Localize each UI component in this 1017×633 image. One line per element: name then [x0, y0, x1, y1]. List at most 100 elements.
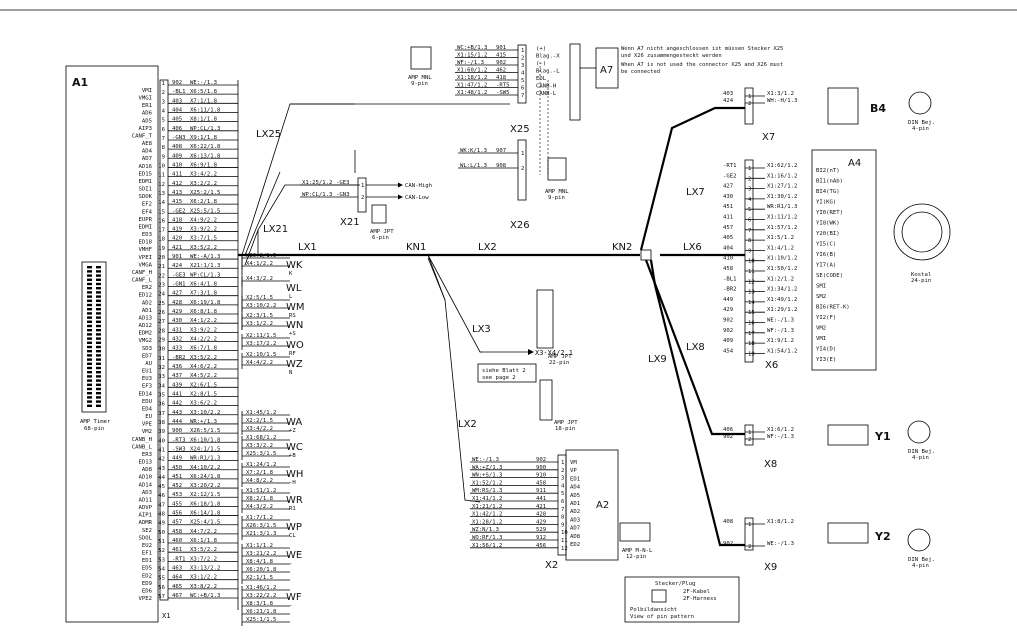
- a1-connector-pin: [96, 303, 101, 307]
- x6-wire-number: 427: [723, 184, 733, 190]
- x1-wire-number: 432: [172, 337, 182, 343]
- x1-pin-number: 23: [158, 283, 165, 289]
- a1-connector-pin: [96, 396, 101, 399]
- a1-pin-label: SD3: [142, 346, 152, 352]
- a2-label: A2: [596, 500, 609, 511]
- x1-wire-dest: X3:7/1.5: [190, 236, 217, 242]
- kn2-box: [640, 249, 652, 261]
- x6-wire-dest: X1:49/1.2: [767, 297, 797, 303]
- a2-pin-label: ED1: [570, 476, 580, 482]
- lx6-label: LX6: [683, 242, 702, 253]
- x1-pin-number: 39: [158, 429, 165, 435]
- x25-pin-number: 2: [521, 56, 524, 62]
- a1-connector-pin: [96, 375, 101, 378]
- x7-pin-number: 2: [748, 101, 751, 107]
- a1-connector-pin: [96, 341, 101, 344]
- x7-wire-number: 403: [723, 91, 733, 97]
- group-wire-dest: X8:3/1.8: [246, 601, 274, 607]
- x25-signal-label: Blag.-L: [536, 69, 560, 75]
- lx8-harness: [644, 259, 745, 436]
- x1-wire-dest: X6:19/1.8: [190, 300, 221, 306]
- x1-wire-number: 405: [172, 117, 182, 123]
- a1-pin-label: ED3: [142, 232, 152, 238]
- x1-pin-number: 2: [162, 90, 165, 96]
- x1-pin-number: 41: [158, 447, 165, 453]
- din-caption-1: DIN Bej.: [908, 120, 935, 126]
- a1-pin-label: CANF_H: [132, 270, 152, 276]
- a1-connector-pin: [87, 354, 92, 357]
- x1-pin-number: 9: [162, 154, 165, 160]
- lx2-label-a: LX2: [478, 242, 497, 253]
- a4-pin-label: BI2(nT): [816, 168, 840, 174]
- a1-pin-label: ADMR: [139, 520, 153, 526]
- a1-connector-pin: [96, 278, 101, 281]
- x2-wire-dest: WM:RS/1.3: [472, 488, 502, 494]
- x1-pin-number: 47: [158, 502, 165, 508]
- x25-wire-dest: WC:+B/1.3: [457, 45, 487, 51]
- group-wire-dest: X26:3/1.5: [246, 523, 276, 529]
- x1-wire-dest: WE:-A/1.3: [190, 254, 220, 260]
- a1-pin-label: ED7: [142, 353, 152, 359]
- x1-wire-number: 456: [172, 511, 182, 517]
- x1-wire-number: -GE2: [172, 208, 185, 214]
- x21-connector: [357, 177, 367, 213]
- x2-pin-number: 7: [561, 507, 564, 513]
- a2-pin-label: AD8: [570, 534, 581, 540]
- x1-pin-number: 44: [158, 475, 165, 481]
- a1-pin-label: AD1: [142, 308, 152, 314]
- x1-wire-number: 433: [172, 346, 182, 352]
- group-label: WF: [286, 592, 302, 603]
- amp-jpt22-plug: [536, 289, 554, 349]
- amp-jpt22-caption-2: 22-pin: [549, 360, 569, 366]
- amp-mnl12-caption-2: 12-pin: [626, 554, 646, 560]
- a1-connector-pin: [87, 308, 92, 311]
- x1-wire-number: 404: [172, 107, 183, 113]
- x1-pin-number: 10: [158, 163, 165, 169]
- x1-wire-number: -GE3: [172, 272, 185, 278]
- x1-pin-number: 16: [158, 218, 165, 224]
- x6-pin-number: 12: [748, 279, 755, 285]
- x26-wire-dest: WK:K/1.3: [460, 148, 487, 154]
- group-wire-dest: X1:1/1.2: [246, 543, 273, 549]
- a1-connector-pin: [87, 375, 92, 378]
- x1-wire-dest: X3:5/2.2: [190, 547, 217, 553]
- x1-pin-number: 12: [158, 182, 165, 188]
- x8-wire-dest: X1:6/1.2: [767, 427, 794, 433]
- x2-wire-dest: WE:-/1.3: [472, 457, 499, 463]
- x6-wire-number: 404: [723, 245, 734, 251]
- x6-pin-number: 2: [748, 176, 751, 182]
- x1-pin-number: 20: [158, 255, 165, 261]
- x2-wire-number: 441: [536, 496, 546, 502]
- x26-wire-dest: WL:L/1.3: [460, 163, 487, 169]
- a4-pin-label: YI4(D): [816, 347, 836, 353]
- x1-wire-number: 403: [172, 98, 182, 104]
- a1-pin-label: EDU: [142, 399, 152, 405]
- x1-pin-number: 52: [158, 548, 165, 554]
- x2-wire-number: 421: [536, 504, 546, 510]
- x1-wire-number: 443: [172, 410, 182, 416]
- x1-wire-dest: X2:12/1.5: [190, 492, 220, 498]
- amp-mnl12-plug: [619, 522, 651, 542]
- a1-connector-pin: [87, 341, 92, 344]
- group-wire-dest: X4:3/2.2: [246, 504, 273, 510]
- din9-caption-1: DIN Bej.: [908, 557, 935, 563]
- a1-connector-pin: [87, 287, 92, 290]
- a1-pin-label: EU2: [142, 543, 152, 549]
- a1-connector-pin: [96, 333, 101, 336]
- x1-pin-number: 11: [158, 173, 165, 179]
- lx9-harness: [649, 259, 745, 547]
- a1-pin-label: EF3: [142, 384, 152, 390]
- x1-wire-number: 439: [172, 382, 182, 388]
- a1-connector-pins: [87, 266, 101, 407]
- x2-wire-number: 900: [536, 465, 546, 471]
- x2-wire-number: 910: [536, 473, 546, 479]
- amp-mnl2-caption-2: 9-pin: [548, 195, 565, 201]
- group-wire-dest: X3:21/2.2: [246, 551, 276, 557]
- x6-pin-number: 3: [748, 187, 751, 193]
- x1-wire-dest: X6:11/1.8: [190, 107, 221, 113]
- a4-box: [811, 149, 877, 371]
- x1-wire-dest: X7:3/1.8: [190, 291, 218, 297]
- x26-wire-number: 908: [496, 163, 507, 169]
